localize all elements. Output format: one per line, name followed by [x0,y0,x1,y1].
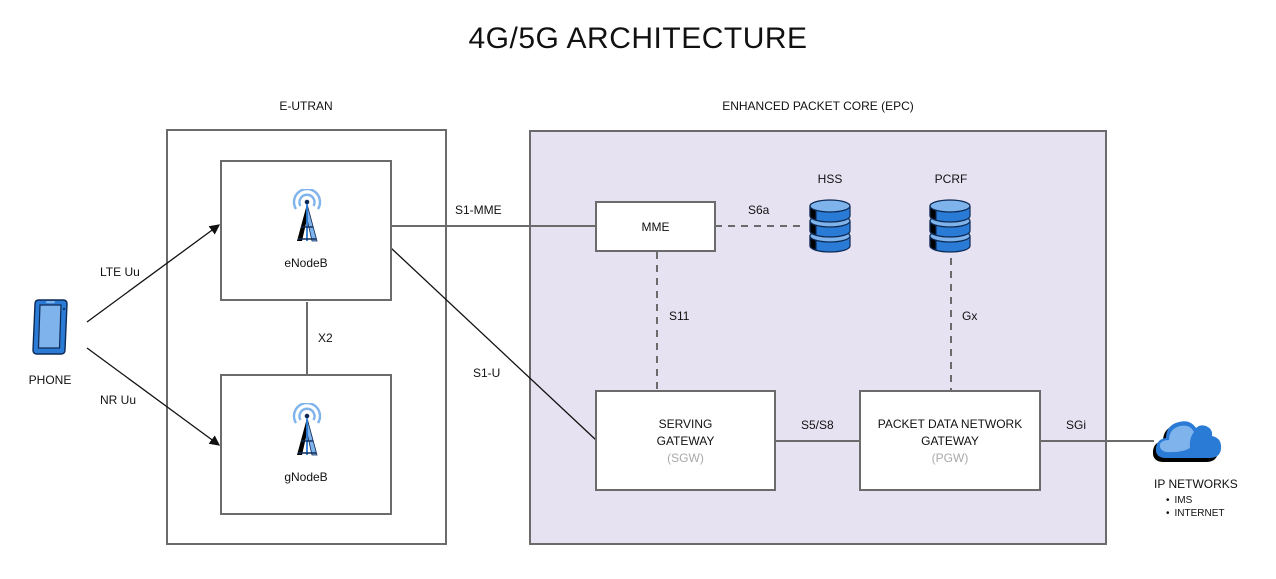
node-phone[interactable] [30,298,70,356]
pgw-label-line1: PACKET DATA NETWORK [877,417,1023,431]
node-mme[interactable]: MME [595,201,716,252]
ip-networks-info: IP NETWORKS IMS INTERNET [1154,477,1238,520]
node-ip-networks[interactable] [1152,412,1224,464]
ip-networks-label: IP NETWORKS [1154,477,1238,491]
cloud-icon [1152,421,1222,462]
gnodeb-label: gNodeB [284,470,328,484]
link-lte-uu [86,224,221,323]
ip-networks-list: IMS INTERNET [1166,494,1238,520]
link-label-nr-uu: NR Uu [100,393,137,407]
link-label-lte-uu: LTE Uu [100,265,140,279]
pgw-abbr: (PGW) [931,451,969,465]
link-label-s11: S11 [669,309,690,323]
ip-network-item: IMS [1166,494,1238,507]
enodeb-label: eNodeB [284,256,328,270]
cell-tower-icon [292,189,322,242]
cell-tower-icon [292,403,322,456]
node-enodeb[interactable]: eNodeB [220,160,392,301]
sgw-abbr: (SGW) [667,451,704,465]
link-label-s6a: S6a [748,203,770,217]
link-nr-uu [86,347,221,446]
phone-label: PHONE [28,373,72,387]
database-icon [929,199,971,253]
node-pcrf[interactable] [927,194,973,254]
sgw-label-line1: SERVING [658,417,713,431]
hss-label: HSS [817,172,843,186]
region-label-epc: ENHANCED PACKET CORE (EPC) [722,99,914,113]
node-pgw[interactable]: PACKET DATA NETWORK GATEWAY (PGW) [859,390,1041,491]
phone-icon [32,299,68,355]
link-label-sgi: SGi [1066,418,1087,432]
node-hss[interactable] [807,194,853,254]
link-label-x2: X2 [318,331,333,345]
region-label-eutran: E-UTRAN [279,99,333,113]
ip-network-item: INTERNET [1166,507,1238,520]
link-label-gx: Gx [962,309,978,323]
node-gnodeb[interactable]: gNodeB [220,374,392,515]
pgw-label-line2: GATEWAY [921,434,979,448]
link-label-s1-mme: S1-MME [455,203,502,217]
node-sgw[interactable]: SERVING GATEWAY (SGW) [595,390,776,491]
mme-label: MME [641,220,670,234]
database-icon [809,199,851,253]
sgw-label-line2: GATEWAY [656,434,715,448]
link-label-s1-u: S1-U [473,366,501,380]
diagram-title: 4G/5G ARCHITECTURE [468,22,808,55]
link-s1-u [390,247,597,441]
link-label-s5-s8: S5/S8 [801,418,834,432]
pcrf-label: PCRF [934,172,968,186]
